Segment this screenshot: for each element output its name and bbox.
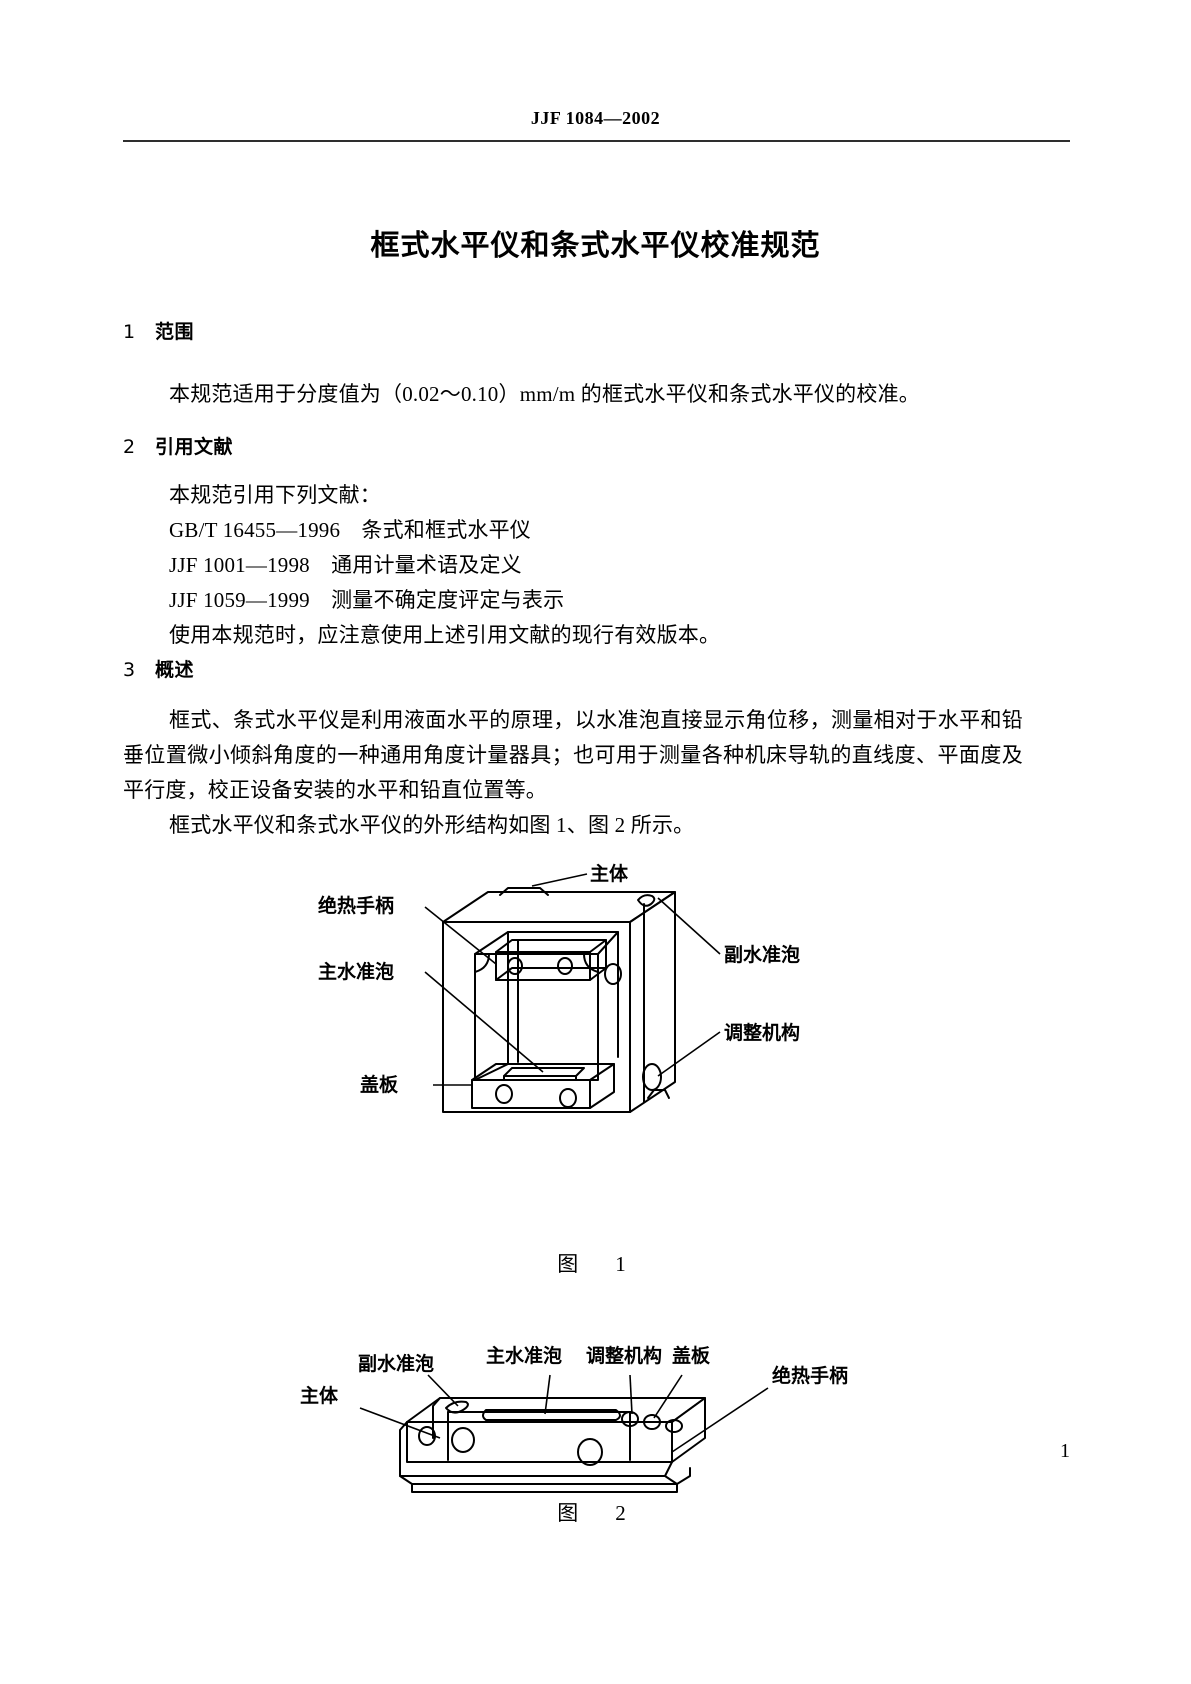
header-rule xyxy=(123,140,1070,142)
section-2-paragraph-1: 本规范引用下列文献： xyxy=(169,483,381,507)
running-header: JJF 1084—2002 xyxy=(530,108,661,128)
section-number-3: 3 xyxy=(123,659,136,681)
figure-2-label-cover-plate: 盖板 xyxy=(672,1344,711,1367)
leader-body xyxy=(531,873,588,887)
leader-insulated-handle xyxy=(424,906,497,965)
section-heading-1: 1 范围 xyxy=(123,317,194,344)
figure-2-label-main-vial: 主水准泡 xyxy=(486,1344,562,1367)
figure-1-label-auxiliary-vial: 副水准泡 xyxy=(724,943,800,966)
paragraph-text: 框式水平仪和条式水平仪的外形结构如图 1、图 2 所示。 xyxy=(169,813,695,837)
figure-2-drawing: 副水准泡 主水准泡 调整机构 盖板 绝热手柄 主体 xyxy=(300,1344,848,1493)
reference-item-gbt16455: GB/T 16455—1996 条式和框式水平仪 xyxy=(169,518,532,542)
reference-item-jjf1001: JJF 1001—1998 通用计量术语及定义 xyxy=(169,553,522,577)
section-number-2: 2 xyxy=(123,436,136,458)
section-3-paragraph-1: 框式、条式水平仪是利用液面水平的原理，以水准泡直接显示角位移，测量相对于水平和铅… xyxy=(123,708,1023,802)
section-1-paragraph-1: 本规范适用于分度值为（0.02～0.10）mm/m 的框式水平仪和条式水平仪的校… xyxy=(123,377,920,412)
leader-auxiliary-vial xyxy=(657,897,721,955)
leader-main-vial-2 xyxy=(544,1374,551,1415)
figure-1-label-body: 主体 xyxy=(590,862,629,885)
figure-1-label-cover-plate: 盖板 xyxy=(360,1073,399,1096)
section-3-paragraph-2: 框式水平仪和条式水平仪的外形结构如图 1、图 2 所示。 xyxy=(123,808,694,843)
figure-1-label-adjusting-mechanism: 调整机构 xyxy=(724,1021,800,1044)
figure-2-label-auxiliary-vial: 副水准泡 xyxy=(358,1352,434,1375)
page-number: 1 xyxy=(1060,1440,1070,1462)
section-2-paragraph-5: 使用本规范时，应注意使用上述引用文献的现行有效版本。 xyxy=(169,623,721,647)
leader-auxiliary-vial-2 xyxy=(427,1374,459,1407)
figure-2: 副水准泡 主水准泡 调整机构 盖板 绝热手柄 主体 xyxy=(300,1330,900,1500)
leader-insulated-handle-2 xyxy=(671,1387,769,1453)
figure-2-label-insulated-handle: 绝热手柄 xyxy=(772,1364,848,1387)
figure-1: 主体 绝热手柄 主水准泡 盖板 副水准泡 调整机构 xyxy=(300,862,900,1152)
leader-main-vial xyxy=(424,971,544,1073)
section-title-3: 概述 xyxy=(155,659,195,681)
leader-adjusting-mechanism xyxy=(657,1031,721,1077)
figure-1-label-main-vial: 主水准泡 xyxy=(318,960,394,983)
figure-2-label-adjusting-mechanism: 调整机构 xyxy=(586,1344,662,1367)
figure-1-label-insulated-handle: 绝热手柄 xyxy=(318,894,394,917)
paragraph-text: 本规范适用于分度值为（0.02～0.10）mm/m 的框式水平仪和条式水平仪的校… xyxy=(169,382,920,406)
leader-body-2 xyxy=(359,1407,441,1439)
figure-2-label-body: 主体 xyxy=(300,1384,339,1407)
leader-adjusting-mechanism-2 xyxy=(629,1374,633,1415)
section-title-2: 引用文献 xyxy=(155,436,234,458)
figure-2-caption: 图 2 xyxy=(557,1501,634,1525)
section-heading-3: 3 概述 xyxy=(123,655,194,682)
reference-item-jjf1059: JJF 1059—1999 测量不确定度评定与表示 xyxy=(169,588,565,612)
figure-1-caption: 图 1 xyxy=(557,1252,634,1276)
leader-cover-plate-2 xyxy=(653,1374,683,1419)
figure-1-drawing: 主体 绝热手柄 主水准泡 盖板 副水准泡 调整机构 xyxy=(318,862,800,1113)
section-title-1: 范围 xyxy=(155,321,195,343)
page-title: 框式水平仪和条式水平仪校准规范 xyxy=(370,228,821,262)
section-heading-2: 2 引用文献 xyxy=(123,432,233,459)
section-number-1: 1 xyxy=(123,321,136,343)
